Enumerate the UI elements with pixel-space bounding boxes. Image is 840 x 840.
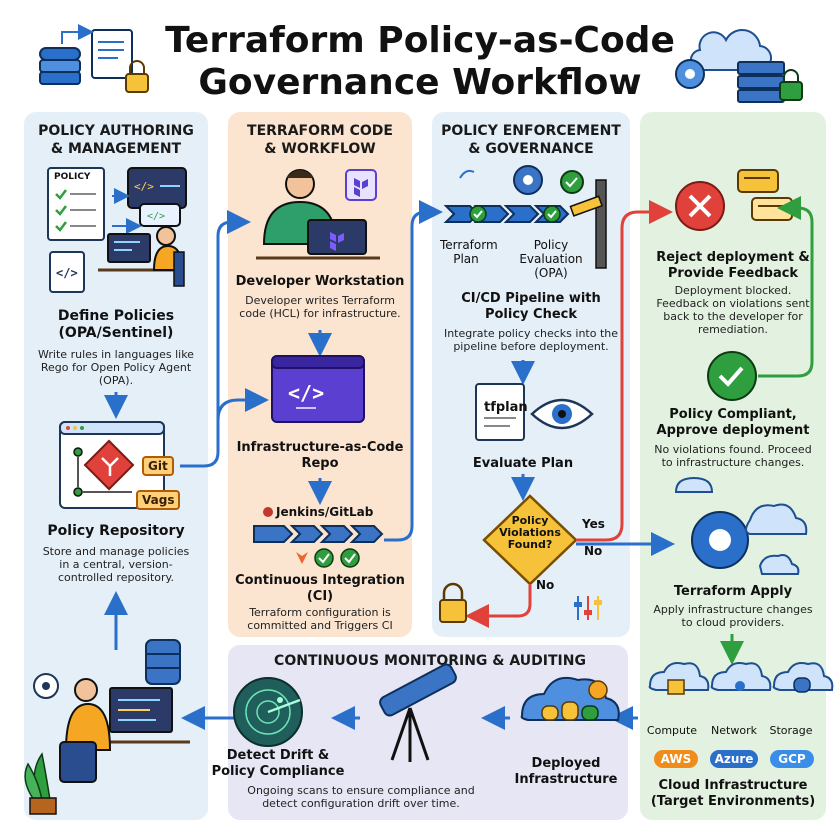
terraform-apply-gear-icon (674, 476, 808, 575)
tag-git: Git (142, 456, 174, 476)
compliant-desc: No violations found. Proceed to infrastr… (654, 443, 812, 469)
detect-drift-title: Detect Drift & Policy Compliance (211, 748, 345, 779)
reject-x-icon (675, 169, 793, 231)
continuous-integration-desc: Terraform configuration is committed and… (247, 606, 393, 632)
compute-label: Compute (646, 724, 698, 737)
step-policy-evaluation: Policy Evaluation (OPA) (519, 238, 583, 280)
tfplan-eye-icon (475, 383, 594, 441)
cloud-server-icon (675, 29, 803, 103)
no-label-down: No (536, 578, 555, 592)
settings-sliders-icon (574, 596, 602, 620)
code-window-icon: </> </> (112, 167, 187, 234)
cicd-pipeline-desc: Integrate policy checks into the pipelin… (443, 327, 619, 353)
tfplan-label: tfplan (484, 400, 528, 415)
database-lock-icon (39, 24, 149, 93)
developer-workstation-desc: Developer writes Terraform code (HCL) fo… (239, 294, 401, 320)
decision-label: Policy Violations Found? (499, 514, 561, 551)
section-title-code: TERRAFORM CODE & WORKFLOW (247, 123, 393, 157)
radar-icon (233, 677, 303, 747)
svg-text:</>: </> (147, 211, 165, 222)
detect-drift-desc: Ongoing scans to ensure compliance and d… (247, 784, 475, 810)
azure-badge: Azure (710, 750, 758, 768)
reject-desc: Deployment blocked. Feedback on violatio… (656, 284, 810, 336)
section-title-authoring: POLICY AUTHORING & MANAGEMENT (38, 123, 194, 157)
telescope-icon (379, 663, 457, 762)
step-terraform-plan: Terraform Plan (440, 238, 498, 266)
aws-badge: AWS (654, 750, 698, 768)
continuous-integration-title: Continuous Integration (CI) (235, 573, 405, 604)
approve-check-icon (707, 351, 757, 401)
yes-label: Yes (582, 517, 605, 531)
terraform-apply-title: Terraform Apply (673, 584, 793, 599)
terraform-apply-desc: Apply infrastructure changes to cloud pr… (653, 603, 813, 629)
svg-text:</>: </> (134, 180, 154, 193)
section-title-monitoring: CONTINUOUS MONITORING & AUDITING (274, 653, 586, 669)
panel-outcomes (640, 112, 826, 820)
policy-author-person-icon (98, 226, 185, 287)
cloud-infra-icons (648, 662, 834, 695)
ci-tool-label: Jenkins/GitLab (276, 505, 374, 519)
blocked-lock-icon (439, 582, 467, 623)
code-file-icon: </> (49, 251, 85, 293)
operator-person-icon (24, 639, 190, 815)
iac-repo-window-icon: </> (271, 355, 365, 423)
evaluate-plan-title: Evaluate Plan (472, 456, 574, 471)
storage-label: Storage (769, 724, 813, 737)
svg-text:</>: </> (56, 266, 78, 280)
no-label-right: No (584, 544, 603, 558)
deployed-infra-cloud-icon (520, 676, 620, 721)
define-policies-title: Define Policies (OPA/Sentinel) (57, 308, 175, 341)
policy-repository-window-icon (59, 421, 165, 509)
page-title: Terraform Policy-as-Code Governance Work… (165, 20, 675, 103)
define-policies-desc: Write rules in languages like Rego for O… (38, 348, 194, 387)
policy-repository-desc: Store and manage policies in a central, … (42, 545, 190, 584)
network-label: Network (711, 724, 757, 737)
deployed-infrastructure-title: Deployed Infrastructure (514, 756, 618, 787)
svg-text:</>: </> (288, 381, 324, 405)
reject-title: Reject deployment & Provide Feedback (656, 250, 810, 281)
policy-doc-label: POLICY (54, 172, 91, 182)
policy-check-pipeline-icon (443, 179, 607, 269)
developer-workstation-title: Developer Workstation (235, 274, 405, 289)
gcp-badge: GCP (770, 750, 814, 768)
pipeline-gear-icon (459, 165, 584, 195)
tag-vags: Vags (136, 490, 181, 510)
developer-laptop-icon (256, 169, 380, 260)
cloud-infrastructure-title: Cloud Infrastructure (Target Environment… (650, 778, 816, 809)
compliant-title: Policy Compliant, Approve deployment (656, 407, 810, 438)
policy-document-icon (47, 167, 105, 241)
policy-repository-title: Policy Repository (47, 523, 185, 539)
iac-repo-title: Infrastructure-as-Code Repo (236, 440, 404, 471)
cicd-pipeline-title: CI/CD Pipeline with Policy Check (461, 291, 601, 322)
section-title-enforcement: POLICY ENFORCEMENT & GOVERNANCE (441, 123, 621, 157)
ci-pipeline-icon (253, 507, 384, 568)
